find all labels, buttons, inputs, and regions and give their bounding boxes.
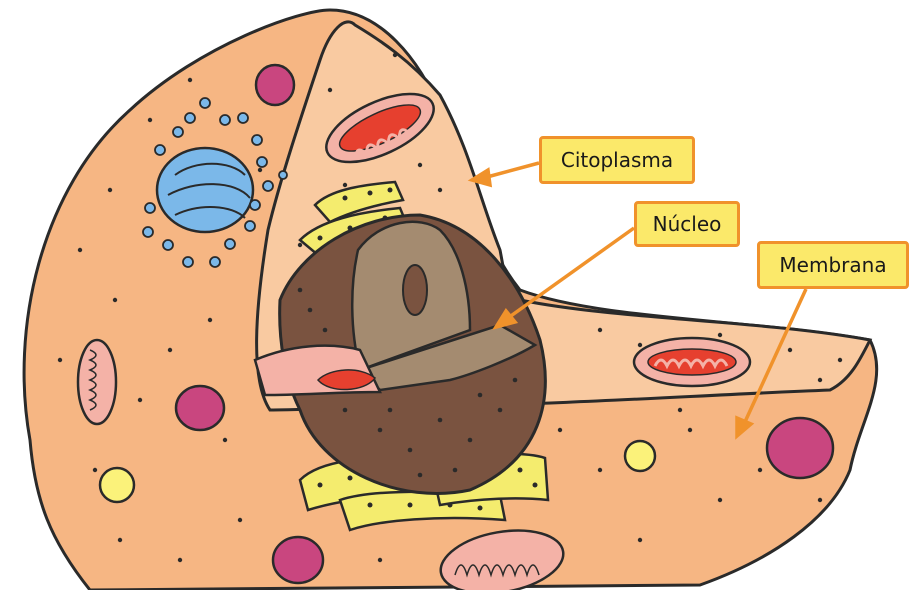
vesicles <box>174 63 835 585</box>
label-membrana: Membrana <box>757 241 909 289</box>
golgi-apparatus <box>142 97 288 268</box>
label-arrows <box>467 161 808 440</box>
label-nucleo: Núcleo <box>634 201 740 247</box>
nucleus <box>253 213 547 495</box>
label-citoplasma: Citoplasma <box>539 136 695 184</box>
lysosomes <box>98 439 657 504</box>
mitochondria <box>76 92 752 590</box>
